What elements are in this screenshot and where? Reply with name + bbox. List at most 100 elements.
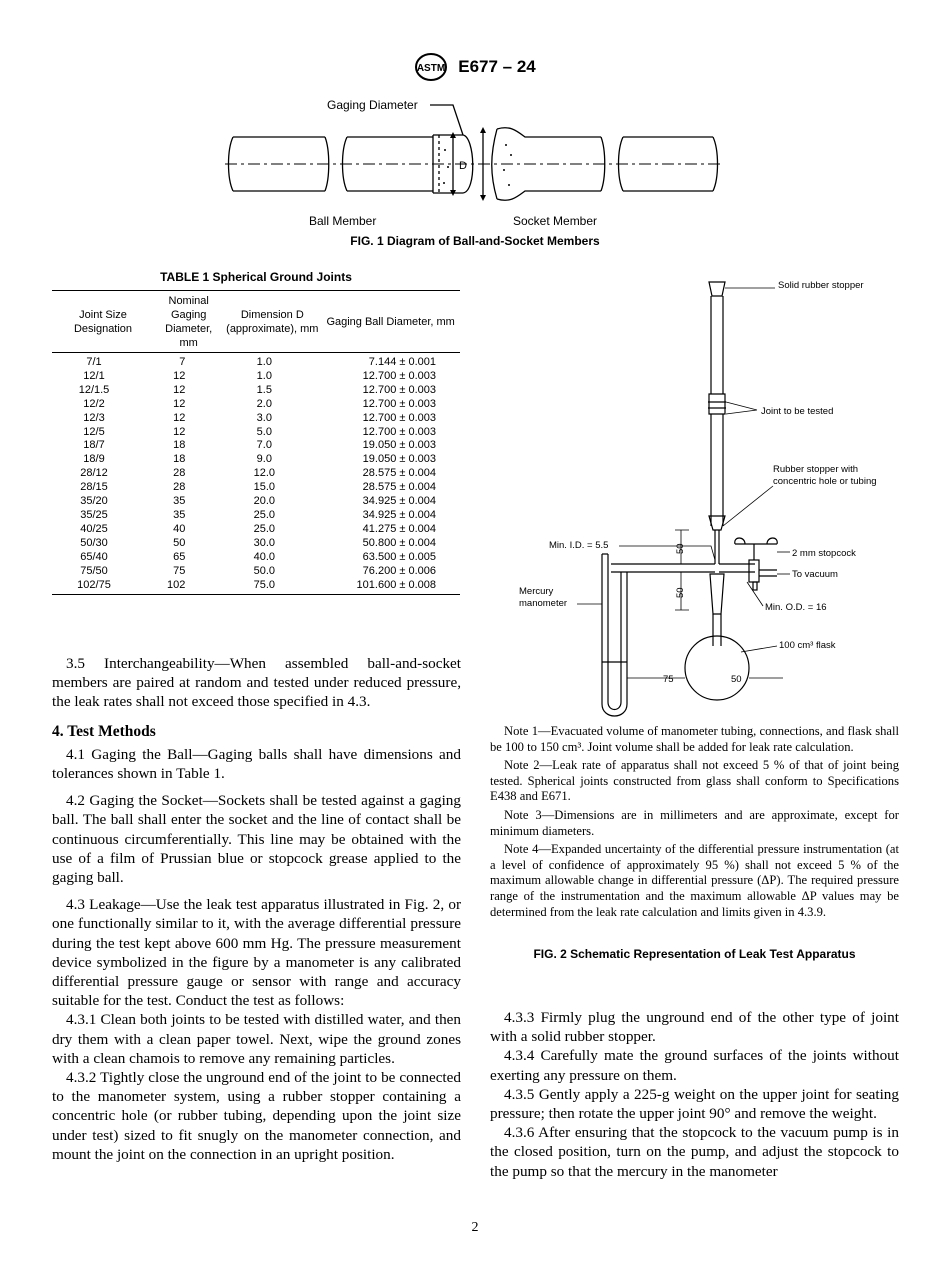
table-cell: 63.500 ± 0.005: [362, 550, 436, 563]
table-cell: 7/1: [86, 356, 102, 368]
table-cell: 3.0: [256, 411, 272, 424]
left-column: 3.5 Interchangeability—When assembled ba…: [52, 654, 461, 1164]
standard-designation: E677 – 24: [458, 57, 536, 76]
table-cell: 12: [173, 397, 186, 410]
table-cell: 35/20: [80, 495, 108, 508]
table-cell: 25.0: [253, 522, 276, 535]
page-header: ASTM E677 – 24: [0, 52, 950, 82]
table-cell: 7.0: [256, 439, 272, 452]
label-flask: 100 cm³ flask: [779, 640, 836, 651]
label-to-vacuum: To vacuum: [792, 569, 838, 580]
table-cell: 12.700 ± 0.003: [362, 397, 436, 410]
table-cell: 18: [173, 439, 186, 452]
para-4-3-5: 4.3.5 Gently apply a 225-g weight on the…: [490, 1085, 899, 1123]
table-cell: 75/50: [80, 564, 108, 577]
table-cell: 1.5: [256, 383, 272, 396]
table-cell: 19.050 ± 0.003: [362, 439, 436, 452]
table-cell: 40/25: [80, 522, 108, 535]
table-cell: 19.050 ± 0.003: [362, 453, 436, 466]
dim-50-upper: 50: [675, 543, 686, 554]
table-cell: 12: [173, 369, 186, 382]
label-mercury-manometer: Mercury manometer: [519, 586, 568, 609]
table-cell: 50.800 ± 0.004: [362, 536, 436, 549]
astm-logo: ASTM: [415, 53, 448, 81]
table-cell: 12/5: [83, 425, 105, 438]
joints-table: Joint Size Designation Nominal Gaging Di…: [52, 290, 460, 596]
table-cell: 18/9: [83, 453, 105, 466]
table-cell: 28: [173, 481, 186, 494]
section-heading: 4. Test Methods: [52, 722, 156, 740]
table-cell: 12: [173, 425, 186, 438]
dim-50-lower: 50: [675, 587, 686, 598]
table-cell: 50: [173, 536, 186, 549]
table-cell: 20.0: [253, 495, 276, 508]
note-2: Note 2—Leak rate of apparatus shall not …: [490, 758, 899, 804]
col-header: Gaging Ball Diameter, mm: [321, 290, 460, 353]
table-cell: 7.144 ± 0.001: [368, 356, 436, 368]
col-header: Dimension D (approximate), mm: [223, 290, 322, 353]
table1: TABLE 1 Spherical Ground Joints Joint Si…: [52, 270, 460, 596]
table-cell: 12/1: [83, 369, 105, 382]
table-cell: 50/30: [80, 536, 108, 549]
fig1-caption: FIG. 1 Diagram of Ball-and-Socket Member…: [350, 234, 600, 248]
table-cell: 65/40: [80, 550, 108, 563]
table-cell: 28/15: [80, 481, 108, 494]
table-row: 65/40 65 40.0 63.500 ± 0.005: [52, 551, 460, 565]
para-4-3-2: 4.3.2 Tightly close the unground end of …: [52, 1069, 461, 1163]
table-cell: 30.0: [253, 536, 276, 549]
table-row: 50/30 50 30.0 50.800 ± 0.004: [52, 537, 460, 551]
table-cell: 102/75: [52, 578, 154, 596]
table-cell: 25.0: [253, 508, 276, 521]
svg-text:ASTM: ASTM: [417, 63, 445, 74]
table-cell: 75.0: [223, 578, 322, 596]
fig2-notes: Note 1—Evacuated volume of manometer tub…: [490, 724, 899, 923]
table-cell: 34.925 ± 0.004: [362, 495, 436, 508]
table-cell: 34.925 ± 0.004: [362, 508, 436, 521]
table-cell: 5.0: [256, 425, 272, 438]
table-row: 12/5 12 5.0 12.700 ± 0.003: [52, 426, 460, 440]
table-cell: 40.0: [253, 550, 276, 563]
table-cell: 9.0: [256, 453, 272, 466]
table-cell: 12: [173, 411, 186, 424]
table-cell: 50.0: [253, 564, 276, 577]
table-cell: 12.700 ± 0.003: [362, 383, 436, 396]
dim-50-flask: 50: [731, 674, 742, 685]
table-cell: 41.275 ± 0.004: [362, 522, 436, 535]
label-joint-tested: Joint to be tested: [761, 406, 833, 417]
table-cell: 12/3: [83, 411, 105, 424]
table-cell: 12.700 ± 0.003: [362, 425, 436, 438]
para-4-1: 4.1 Gaging the Ball—Gaging balls shall h…: [52, 745, 461, 783]
table-cell: 40: [173, 522, 186, 535]
table-cell: 35: [173, 508, 186, 521]
note-1: Note 1—Evacuated volume of manometer tub…: [490, 724, 899, 754]
table1-title: TABLE 1 Spherical Ground Joints: [160, 270, 352, 284]
para-4-3: 4.3 Leakage—Use the leak test apparatus …: [52, 896, 461, 1010]
table-cell: 1.0: [256, 356, 272, 368]
fig2-apparatus-diagram: Solid rubber stopper Joint to be tested …: [519, 280, 877, 717]
table-cell: 75: [173, 564, 186, 577]
fig2-caption: FIG. 2 Schematic Representation of Leak …: [533, 947, 856, 961]
para-4-3-4: 4.3.4 Carefully mate the ground surfaces…: [490, 1047, 899, 1084]
para-4-3-1: 4.3.1 Clean both joints to be tested wit…: [52, 1011, 461, 1067]
table-cell: 65: [173, 550, 186, 563]
table-cell: 101.600 ± 0.008: [321, 578, 460, 596]
table-row: 75/50 75 50.0 76.200 ± 0.006: [52, 565, 460, 579]
col-header: Nominal Gaging Diameter, mm: [154, 290, 224, 353]
label-min-od: Min. O.D. = 16: [765, 602, 827, 613]
label-stopcock: 2 mm stopcock: [792, 548, 856, 559]
table-cell: 35/25: [80, 508, 108, 521]
note-3: Note 3—Dimensions are in millimeters and…: [490, 807, 899, 838]
label-d: D: [459, 160, 467, 172]
table-cell: 2.0: [256, 397, 272, 410]
table-cell: 35: [173, 495, 186, 508]
table-cell: 76.200 ± 0.006: [362, 564, 436, 577]
